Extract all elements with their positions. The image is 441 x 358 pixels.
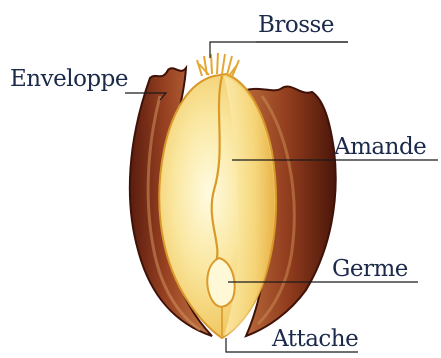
label-brosse: Brosse bbox=[258, 12, 334, 38]
leader-brosse bbox=[210, 42, 348, 58]
label-germe: Germe bbox=[332, 256, 408, 282]
label-attache: Attache bbox=[271, 326, 358, 352]
label-amande: Amande bbox=[333, 134, 426, 160]
leader-attache bbox=[226, 338, 272, 352]
label-enveloppe: Enveloppe bbox=[10, 66, 128, 92]
brush-hairs bbox=[197, 53, 239, 77]
